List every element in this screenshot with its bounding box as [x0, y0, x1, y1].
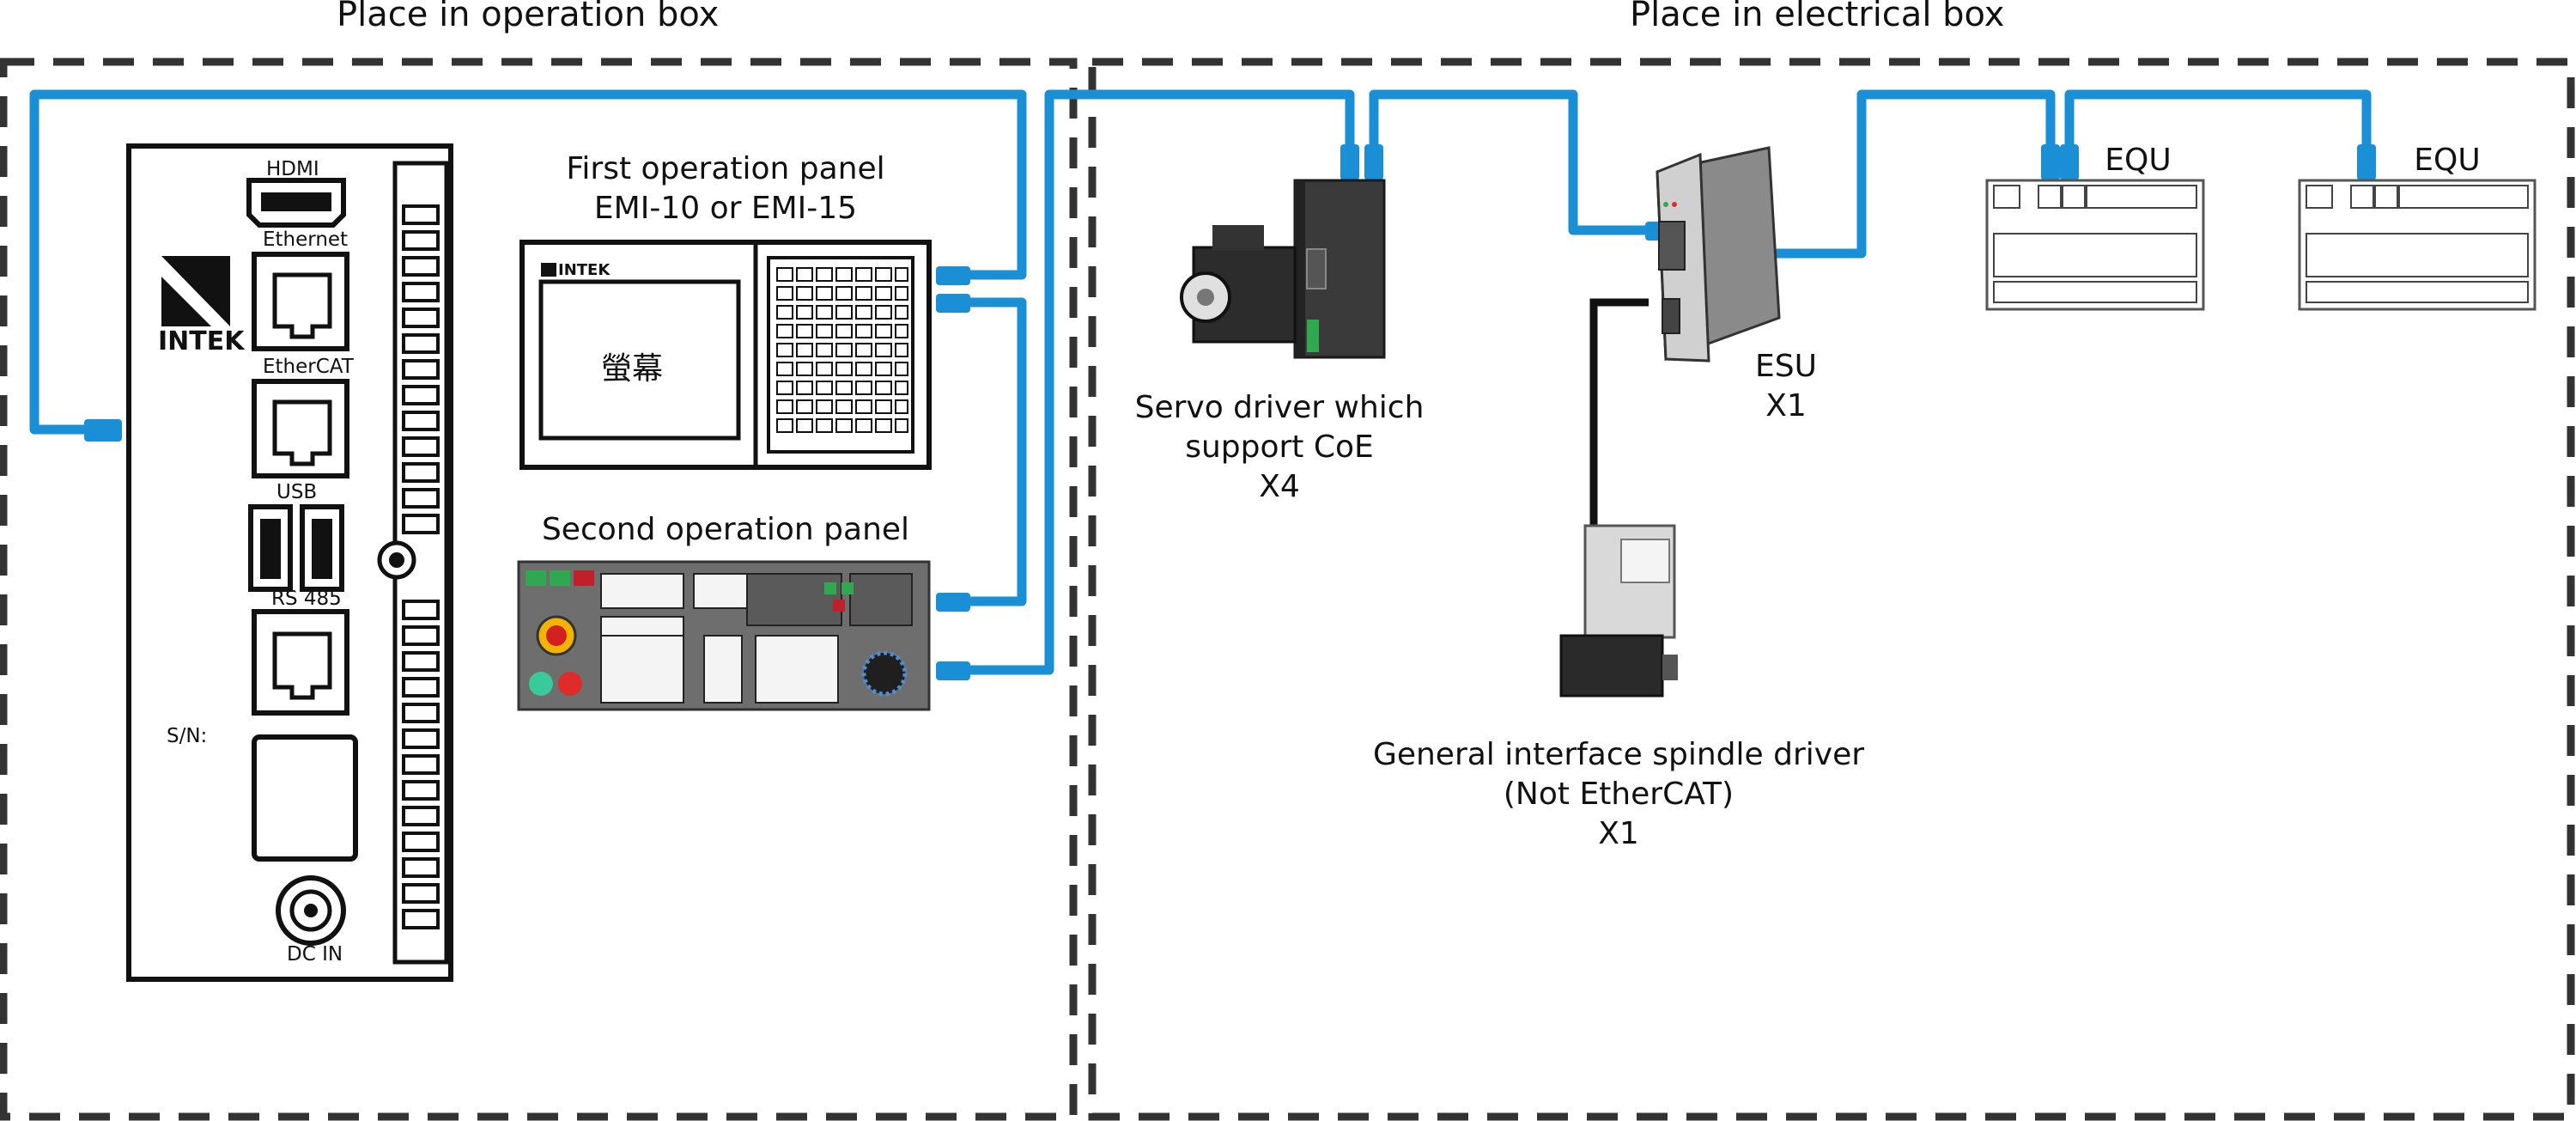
esu-module [1656, 146, 1781, 362]
panel2-key-blocks [600, 573, 913, 704]
controller-unit [126, 143, 453, 982]
first-panel-screen-text: 螢幕 [601, 351, 664, 387]
ethernet-label: Ethernet [263, 228, 349, 251]
connector-controller [84, 419, 122, 442]
spindle-caption-line3: X1 [1598, 816, 1639, 851]
cable-esu-to-equ1 [1674, 89, 2056, 259]
servo-caption-line2: support CoE [1185, 430, 1374, 465]
servo-caption: Servo driver which support CoE X4 [1108, 388, 1451, 507]
cable-controller-to-panel1 [29, 89, 1027, 435]
spindle-caption-line1: General interface spindle driver [1372, 737, 1865, 772]
servo-driver-assembly [1180, 179, 1386, 359]
sn-label: S/N: [167, 725, 208, 747]
ethercat-label: EtherCAT [263, 356, 354, 378]
first-panel-title-line1: First operation panel [566, 151, 885, 186]
first-panel-brand: INTEK [558, 261, 611, 279]
controller-brand: INTEK [158, 326, 245, 356]
feed-hold-button [558, 672, 582, 696]
equ-1-label: EQU [2105, 143, 2172, 178]
cable-servo-to-esu [1369, 89, 1657, 235]
second-operation-panel [517, 560, 931, 711]
cable-panel2-to-servo [953, 89, 1355, 675]
serial-number-plate [252, 734, 358, 862]
usb-label: USB [276, 481, 318, 503]
connector-servo-a [1340, 144, 1359, 180]
panel1-screen [538, 279, 741, 441]
connector-panel1-b [936, 294, 970, 313]
dc-in-label: DC IN [287, 943, 343, 966]
electrical-box-border [1088, 58, 2575, 1121]
connector-panel2-a [936, 593, 970, 612]
equ-module-1 [1985, 179, 2205, 311]
spindle-driver-assembly [1559, 524, 1678, 698]
servo-caption-line3: X4 [1259, 469, 1300, 504]
first-operation-panel [519, 240, 932, 470]
first-panel-title: First operation panel EMI-10 or EMI-15 [532, 149, 919, 228]
cable-equ1-to-equ2 [2064, 89, 2372, 159]
hdmi-label: HDMI [266, 158, 319, 180]
esu-caption-line1: ESU [1755, 349, 1817, 384]
connector-servo-b [1364, 144, 1383, 180]
equ-module-2 [2298, 179, 2537, 311]
panel1-keys [776, 267, 908, 433]
operation-box-title: Place in operation box [337, 0, 720, 34]
heatsink-fins [402, 204, 440, 929]
spindle-motor-body [1559, 634, 1664, 698]
cable-panel1-to-panel2 [953, 297, 1027, 606]
cable-group [29, 89, 2372, 675]
electrical-box-title: Place in electrical box [1630, 0, 2005, 34]
connector-panel1-a [936, 266, 970, 285]
connector-panel2-b [936, 661, 970, 680]
operation-box-border [0, 58, 1078, 1121]
handwheel-knob-icon [861, 650, 908, 697]
spindle-cable [1589, 298, 1649, 533]
connector-equ1-a [2041, 144, 2060, 180]
connector-equ2-a [2357, 144, 2376, 180]
cycle-start-button [529, 672, 553, 696]
rs485-label: RS 485 [271, 588, 342, 610]
panel1-logo-icon [541, 263, 556, 277]
first-panel-title-line2: EMI-10 or EMI-15 [593, 191, 858, 226]
esu-caption: ESU X1 [1700, 347, 1872, 426]
esu-caption-line2: X1 [1765, 388, 1807, 423]
second-panel-title: Second operation panel [541, 512, 910, 547]
panel2-top-buttons [526, 570, 570, 586]
connector-equ1-b [2060, 144, 2079, 180]
spindle-caption: General interface spindle driver (Not Et… [1340, 735, 1898, 854]
equ-2-label: EQU [2414, 143, 2481, 178]
spindle-caption-line2: (Not EtherCAT) [1503, 777, 1735, 812]
servo-caption-line1: Servo driver which [1134, 390, 1425, 425]
